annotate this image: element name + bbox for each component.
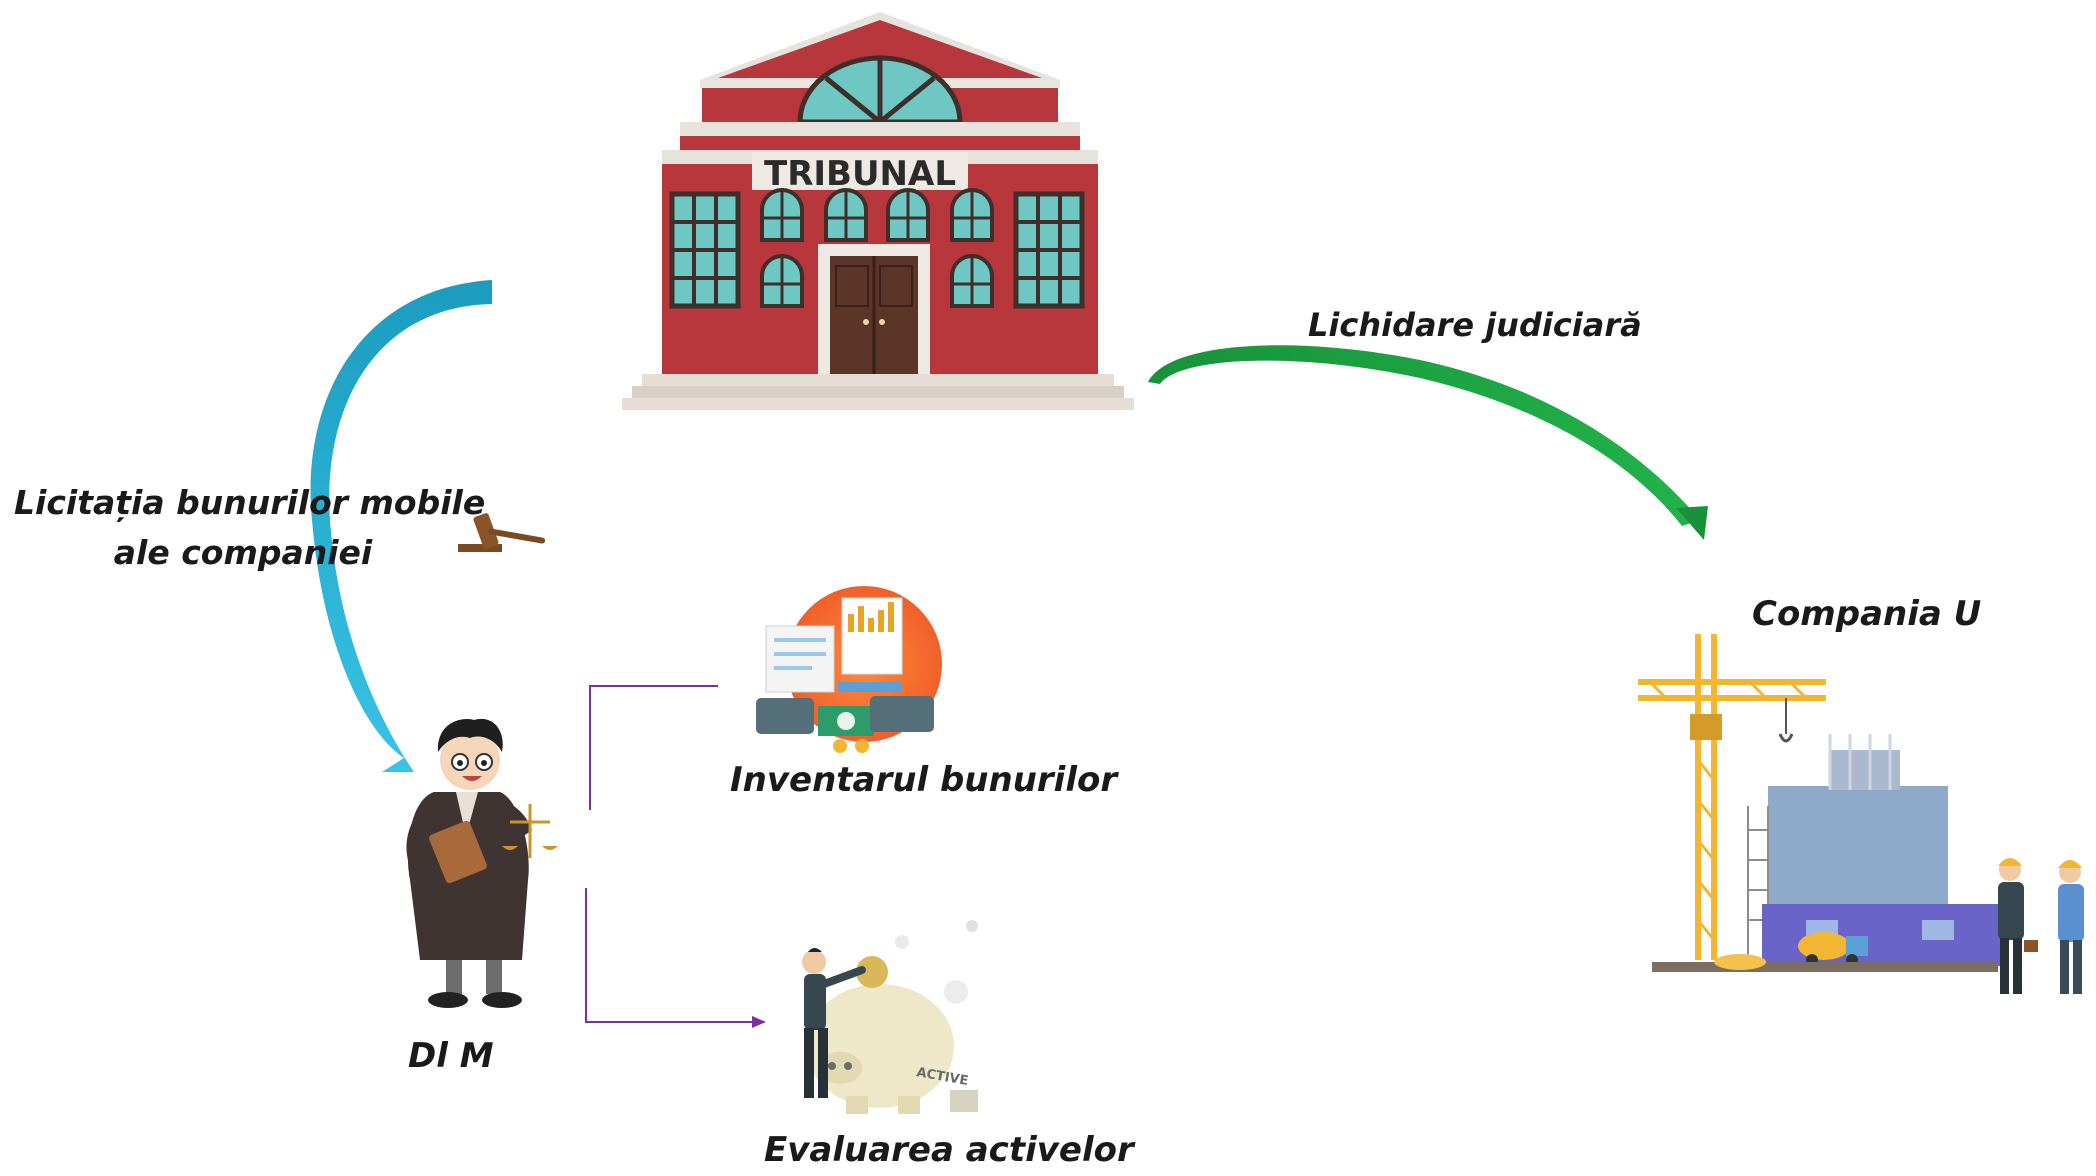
inventory-label: Inventarul bunurilor (730, 760, 1118, 800)
liquidation-label: Lichidare judiciară (1308, 306, 1642, 344)
piggy-bank-icon: ACTIVE (802, 920, 978, 1114)
courthouse-icon: TRIBUNAL (622, 12, 1134, 410)
liquidation-flow-arrow (1148, 345, 1700, 526)
connector-arrowhead (752, 1016, 766, 1028)
auction-label-line1: Licitația bunurilor mobile (14, 483, 486, 522)
court-sign: TRIBUNAL (764, 154, 956, 194)
judge-icon (406, 718, 558, 1008)
evaluation-label: Evaluarea activelor (764, 1130, 1134, 1170)
auction-label: Licitația bunurilor mobile ale companiei (14, 478, 486, 578)
inventory-documents-icon (756, 586, 942, 753)
gavel-icon (458, 513, 546, 552)
auction-label-line2: ale companiei (113, 533, 373, 572)
person-label: Dl M (408, 1036, 494, 1076)
connector-lines (585, 685, 752, 1023)
company-label: Compania U (1752, 594, 1982, 634)
construction-site-icon (1638, 634, 2084, 994)
